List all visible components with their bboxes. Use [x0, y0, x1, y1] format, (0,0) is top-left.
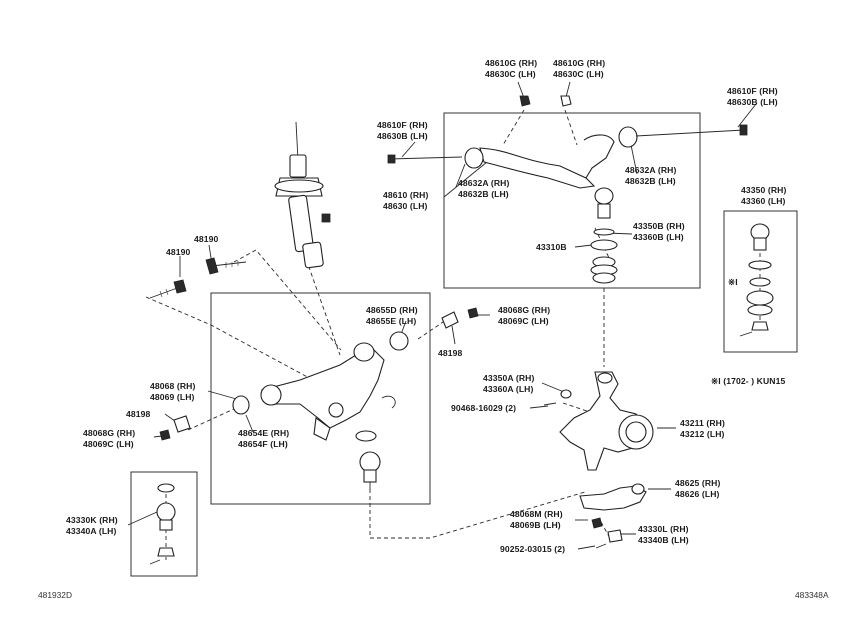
- lower-arm-group-box: [210, 292, 431, 505]
- label-48632a-bottom: 48632A (RH): [458, 178, 509, 188]
- label-48190-a: 48190: [194, 234, 219, 244]
- steering-knuckle: [543, 371, 654, 471]
- label-48655e: 48655E (LH): [366, 316, 416, 326]
- label-43330k: 43330K (RH): [66, 515, 118, 525]
- label-48069: 48069 (LH): [150, 392, 195, 402]
- label-43310b: 43310B: [536, 242, 567, 252]
- label-48190-b: 48190: [166, 247, 191, 257]
- label-43360a: 43360A (LH): [483, 384, 533, 394]
- label-48654f: 48654F (LH): [238, 439, 288, 449]
- label-48610g: 48610G (RH): [485, 58, 537, 68]
- leader-lines: [127, 81, 757, 550]
- upper-arm-group-box: [443, 112, 701, 289]
- label-43340a: 43340A (LH): [66, 526, 116, 536]
- label-48610f-left: 48610F (RH): [377, 120, 428, 130]
- label-43340b: 43340B (LH): [638, 535, 689, 545]
- label-48068g-left: 48068G (RH): [83, 428, 135, 438]
- label-48654e: 48654E (RH): [238, 428, 289, 438]
- label-note-mark: ※I: [728, 277, 738, 287]
- label-43212: 43212 (LH): [680, 429, 725, 439]
- shock-absorber: [274, 121, 331, 269]
- label-48630c: 48630C (LH): [485, 69, 536, 79]
- label-43360: 43360 (LH): [741, 196, 786, 206]
- label-48632b-bottom: 48632B (LH): [458, 189, 509, 199]
- label-48630: 48630 (LH): [383, 201, 428, 211]
- label-48069c-left: 48069C (LH): [83, 439, 134, 449]
- upper-control-arm: [387, 95, 748, 189]
- label-43360b: 43360B (LH): [633, 232, 684, 242]
- lower-ball-joint-kit: [149, 483, 176, 565]
- label-48610g-2: 48610G (RH): [553, 58, 605, 68]
- steering-arm: [579, 483, 647, 549]
- label-48626: 48626 (LH): [675, 489, 720, 499]
- lower-control-arm: [159, 307, 479, 442]
- part-labels: 48610G (RH) 48630C (LH) 48610G (RH) 4863…: [38, 58, 829, 600]
- label-48069b: 48069B (LH): [510, 520, 561, 530]
- label-43350b: 43350B (RH): [633, 221, 685, 231]
- label-48630c-2: 48630C (LH): [553, 69, 604, 79]
- ball-joint-kit-box: [723, 210, 798, 353]
- label-48198-left: 48198: [126, 409, 151, 419]
- bolt-48190-b: [149, 279, 187, 299]
- label-48655d: 48655D (RH): [366, 305, 418, 315]
- upper-ball-joint: [590, 187, 618, 284]
- label-90252: 90252-03015 (2): [500, 544, 565, 554]
- label-48630b-left: 48630B (LH): [377, 131, 428, 141]
- label-43330l: 43330L (RH): [638, 524, 689, 534]
- label-note-text: ※I (1702- ) KUN15: [711, 376, 785, 386]
- label-48069c-top: 48069C (LH): [498, 316, 549, 326]
- label-48630b-right: 48630B (LH): [727, 97, 778, 107]
- bolt-48190-a: [205, 257, 247, 275]
- label-48068: 48068 (RH): [150, 381, 195, 391]
- label-43350: 43350 (RH): [741, 185, 786, 195]
- label-48632a-top: 48632A (RH): [625, 165, 676, 175]
- label-48632b-top: 48632B (LH): [625, 176, 676, 186]
- label-48610: 48610 (RH): [383, 190, 428, 200]
- label-48625: 48625 (RH): [675, 478, 720, 488]
- reference-code-left: 481932D: [38, 590, 72, 600]
- label-43350a: 43350A (RH): [483, 373, 534, 383]
- label-90468: 90468-16029 (2): [451, 403, 516, 413]
- reference-code-right: 483348A: [795, 590, 829, 600]
- label-43211: 43211 (RH): [680, 418, 725, 428]
- label-48198-right: 48198: [438, 348, 463, 358]
- label-48610f-right: 48610F (RH): [727, 86, 778, 96]
- label-48068m: 48068M (RH): [510, 509, 563, 519]
- label-48068g-top: 48068G (RH): [498, 305, 550, 315]
- lower-ball-joint: [359, 451, 381, 490]
- ball-joint-kit: [739, 223, 774, 337]
